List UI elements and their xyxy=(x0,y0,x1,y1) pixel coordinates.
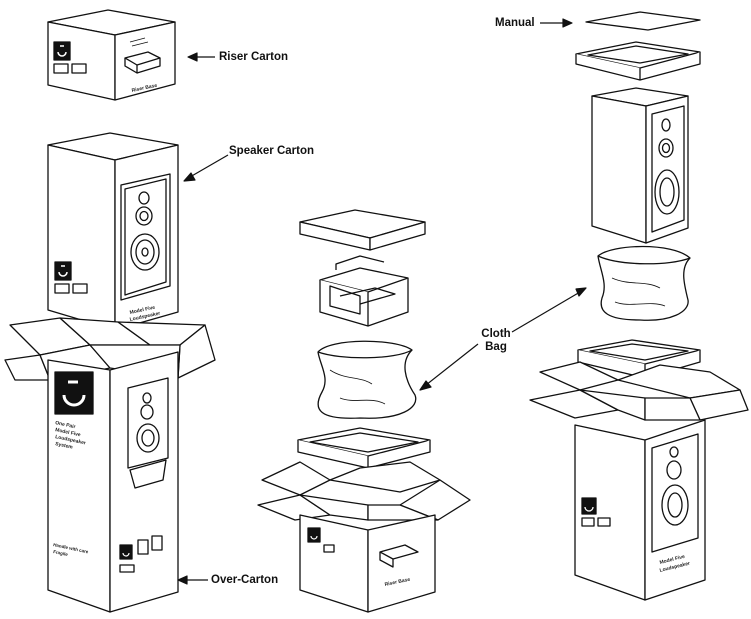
logo-icon xyxy=(54,261,72,281)
riser-box-print-2: Riser Base xyxy=(384,577,411,588)
label-cloth-bag-line1: Cloth xyxy=(481,328,511,340)
over-box-print-2: Model Five xyxy=(55,427,82,438)
over-box-print-4: System xyxy=(55,441,74,451)
logo-icon xyxy=(53,41,71,61)
manual-sheet xyxy=(585,11,701,31)
speaker-box-print-1: Model Five xyxy=(129,305,156,316)
riser-box-print: Riser Base xyxy=(131,83,158,94)
label-cloth-bag: Cloth Bag xyxy=(478,328,514,354)
label-cloth-bag-line2: Bag xyxy=(485,341,507,353)
logo-icon xyxy=(54,371,94,415)
over-box-print-6: Fragile xyxy=(53,549,69,557)
label-riser-carton: Riser Carton xyxy=(219,51,289,63)
riser-carton: Riser Base xyxy=(47,9,176,101)
right-stack: Model Five Loudspeaker xyxy=(529,11,749,601)
middle-stack: Riser Base xyxy=(257,209,471,613)
over-box-print-1: One Pair xyxy=(55,420,76,430)
speaker-carton: Model Five Loudspeaker xyxy=(47,132,179,331)
over-carton: One Pair Model Five Loudspeaker System H… xyxy=(4,317,216,613)
label-over-carton: Over-Carton xyxy=(211,574,279,586)
label-manual: Manual xyxy=(495,17,535,29)
callout-arrows xyxy=(177,18,587,585)
label-speaker-carton: Speaker Carton xyxy=(229,145,315,157)
logo-icon xyxy=(307,527,321,543)
